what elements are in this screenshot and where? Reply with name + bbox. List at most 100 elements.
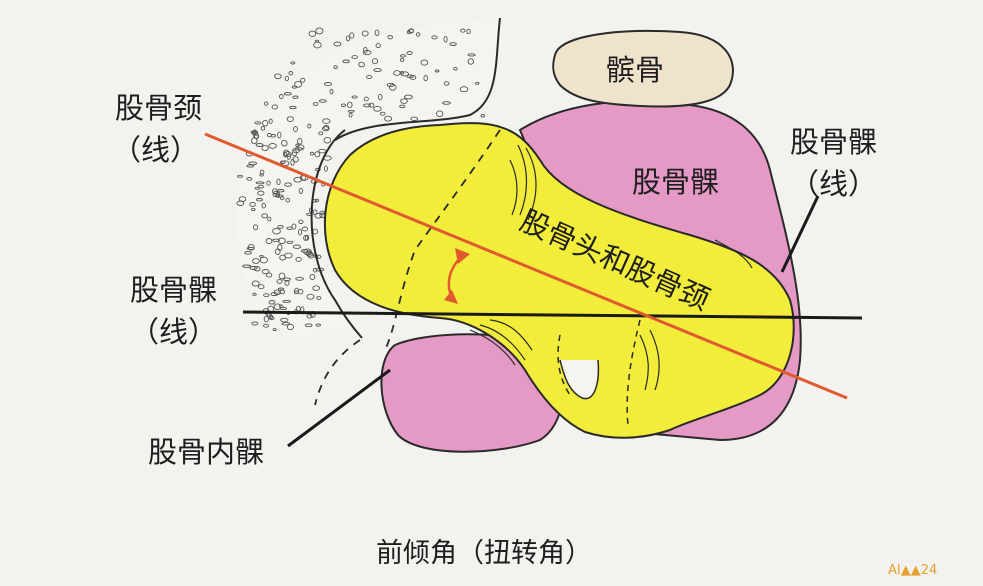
texture-dot (261, 213, 269, 219)
medial-dashed (314, 339, 361, 406)
texture-dot (298, 219, 304, 224)
texture-dot (467, 58, 474, 65)
texture-dot (361, 30, 369, 37)
texture-dot (340, 103, 347, 107)
texture-dot (467, 53, 476, 57)
texture-dot (348, 112, 353, 118)
texture-dot (254, 121, 262, 125)
texture-dot (371, 58, 379, 65)
label-femoral-neck-line: （线） (112, 133, 199, 167)
acetabulum-rim (334, 17, 501, 141)
texture-dot (266, 180, 271, 186)
texture-dot (333, 65, 338, 69)
texture-dot (292, 244, 302, 249)
texture-dot (377, 93, 383, 101)
texture-dot (268, 118, 273, 124)
patella-shape (552, 29, 734, 108)
texture-dot (252, 292, 257, 296)
label-femoral-condyle-left-line: （线） (130, 315, 217, 349)
texture-dot (347, 109, 355, 113)
watermark: AI▲▲24 (888, 563, 937, 578)
texture-dot (295, 276, 304, 281)
texture-dot (399, 70, 405, 75)
texture-dot (251, 321, 259, 326)
texture-dot (257, 184, 265, 189)
texture-dot (318, 99, 327, 103)
texture-dot (283, 91, 292, 96)
texture-dot (480, 113, 486, 118)
texture-dot (236, 174, 244, 178)
texture-dot (329, 88, 334, 95)
texture-dot (442, 101, 451, 105)
texture-dot (308, 30, 317, 37)
texture-dot (263, 323, 270, 328)
texture-dot (410, 116, 419, 121)
texture-dot (256, 198, 263, 202)
texture-dot (314, 39, 320, 43)
texture-dot (358, 61, 365, 68)
texture-dot (314, 151, 321, 158)
texture-dot (281, 322, 291, 326)
texture-dot (349, 32, 355, 39)
texture-dot (312, 228, 319, 235)
texture-dot (290, 61, 296, 65)
label-femoral-condyle-right-line: （线） (790, 167, 877, 201)
texture-dot (423, 75, 428, 82)
texture-dot (268, 300, 276, 305)
texture-dot (265, 272, 273, 278)
texture-dot (323, 165, 328, 172)
texture-dot (260, 126, 266, 131)
texture-dot (263, 293, 270, 298)
texture-dot (251, 207, 256, 212)
texture-dot (475, 81, 480, 85)
texture-dot (312, 101, 319, 106)
texture-dot (283, 149, 290, 157)
texture-dot (272, 228, 281, 235)
texture-dot (306, 293, 315, 300)
texture-dot (347, 101, 353, 109)
texture-dot (294, 147, 303, 151)
texture-dot (257, 284, 265, 290)
texture-dot (236, 200, 245, 207)
texture-dot (449, 42, 457, 46)
texture-dot (460, 28, 466, 33)
texture-dot (375, 43, 381, 49)
texture-dot (251, 280, 260, 287)
texture-dot (288, 71, 294, 76)
texture-dot (277, 287, 285, 291)
texture-dot (247, 243, 255, 251)
texture-dot (399, 104, 406, 109)
texture-dot (366, 74, 373, 80)
texture-dot (314, 198, 320, 203)
texture-dot (292, 156, 299, 163)
texture-dot (301, 226, 309, 232)
texture-dot (304, 234, 310, 241)
texture-dot (374, 29, 380, 36)
texture-dot (453, 66, 458, 71)
texture-dot (252, 258, 260, 264)
texture-dot (323, 82, 333, 87)
texture-dot (272, 188, 278, 195)
texture-dot (253, 266, 261, 272)
texture-dot (249, 201, 256, 207)
texture-dot (318, 131, 324, 136)
acetabulum-socket (310, 129, 363, 339)
notch-dashed-2 (626, 319, 641, 426)
texture-dot (436, 110, 444, 117)
texture-dot (276, 279, 283, 284)
texture-dot (276, 178, 281, 186)
texture-dot (323, 136, 332, 144)
texture-dot (434, 69, 440, 73)
texture-dot (262, 119, 269, 127)
texture-dot (313, 41, 322, 49)
texture-dot (272, 238, 280, 242)
texture-dot (312, 285, 321, 291)
acetabulum-outline (236, 18, 501, 335)
texture-dot (351, 55, 358, 60)
leader-medial-condyle (287, 368, 391, 448)
texture-dot (443, 81, 450, 86)
texture-dot (283, 151, 292, 158)
texture-dot (279, 306, 287, 311)
texture-dot (274, 73, 282, 80)
